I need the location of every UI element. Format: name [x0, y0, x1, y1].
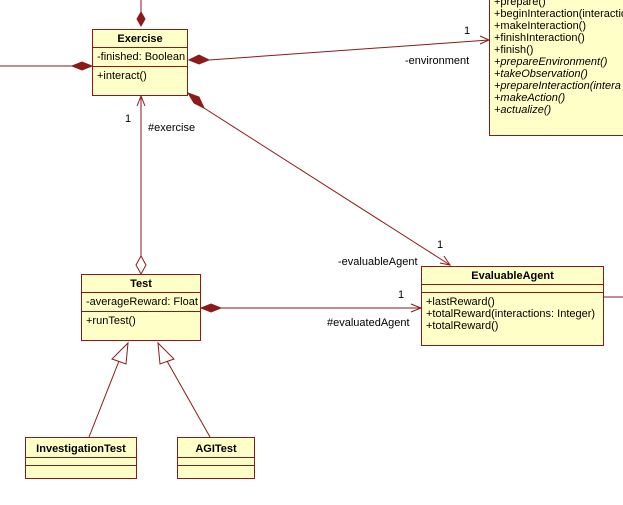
label-exercise-role: #exercise: [148, 122, 196, 134]
class-investigationtest-attributes: [26, 457, 136, 465]
generalization-agitest: [166, 360, 211, 438]
class-exercise: Exercise -finished: Boolean +interact(): [92, 29, 188, 96]
environment-operation: +makeAction(): [494, 92, 566, 104]
class-evaluableagent-operation: +lastReward(): [426, 296, 495, 308]
class-exercise-operations: +interact(): [93, 66, 187, 85]
class-evaluableagent-operation: +totalReward(): [426, 320, 499, 332]
composition-diamond-environment: [187, 54, 211, 65]
label-evaluatedagent-role: #evaluatedAgent: [327, 317, 410, 329]
arrowhead-evaluableagent: [439, 255, 452, 266]
composition-diamond-exercise-agent: [186, 92, 206, 110]
class-exercise-attribute: -finished: Boolean: [97, 51, 186, 63]
environment-operation: +finishInteraction(): [494, 32, 585, 44]
label-exercise-multiplicity: 1: [125, 113, 132, 125]
class-evaluableagent-name: EvaluableAgent: [471, 270, 554, 282]
generalization-triangle-investigationtest: [111, 341, 129, 365]
environment-operation: +actualize(): [494, 104, 552, 116]
label-environment-multiplicity: 1: [464, 25, 471, 37]
class-agitest: AGITest: [177, 437, 255, 479]
class-agitest-operations: [178, 465, 254, 473]
association-exercise-environment: [208, 39, 490, 61]
environment-operation: +finish(): [494, 44, 534, 56]
class-test-operation: +runTest(): [86, 315, 136, 327]
environment-operation: +makeInteraction(): [494, 20, 587, 32]
environment-operation: +prepareInteraction(intera: [494, 80, 621, 92]
class-exercise-name: Exercise: [117, 33, 163, 45]
class-agitest-attributes: [178, 457, 254, 465]
label-evaluatedagent-multiplicity: 1: [398, 289, 405, 301]
class-exercise-attributes: -finished: Boolean: [93, 47, 187, 66]
class-environment: +prepare()+beginInteraction(interactio+m…: [489, 0, 623, 136]
class-evaluableagent-operation: +totalReward(interactions: Integer): [426, 308, 596, 320]
environment-operations: +prepare()+beginInteraction(interactio+m…: [490, 0, 623, 116]
class-evaluableagent: EvaluableAgent +lastReward() +totalRewar…: [421, 266, 604, 346]
class-test: Test -averageReward: Float +runTest(): [81, 274, 201, 341]
class-exercise-operation: +interact(): [97, 70, 147, 82]
environment-operation: +takeObservation(): [494, 68, 588, 80]
class-investigationtest-operations: [26, 465, 136, 473]
class-evaluableagent-attributes: [422, 284, 603, 292]
class-agitest-name: AGITest: [195, 443, 237, 455]
environment-operation: +prepareEnvironment(): [494, 56, 608, 68]
composition-diamond-test-agent: [199, 303, 223, 313]
arrowhead-exercise: [136, 94, 146, 107]
label-evaluableagent-multiplicity: 1: [437, 239, 444, 251]
composition-diamond-top: [136, 10, 146, 28]
class-evaluableagent-operations: +lastReward() +totalReward(interactions:…: [422, 292, 603, 335]
environment-operation: +prepare(): [494, 0, 546, 8]
aggregation-diamond-test: [135, 254, 147, 276]
class-test-name: Test: [130, 278, 152, 290]
generalization-investigationtest: [88, 360, 120, 438]
composition-diamond-left: [70, 61, 94, 71]
label-evaluableagent-role: -evaluableAgent: [338, 256, 418, 268]
class-test-attributes: -averageReward: Float: [82, 292, 200, 311]
class-investigationtest: InvestigationTest: [25, 437, 137, 479]
class-test-operations: +runTest(): [82, 311, 200, 330]
association-exercise-evaluableagent: [203, 107, 451, 266]
class-test-attribute: -averageReward: Float: [86, 296, 198, 308]
label-environment-role: -environment: [405, 55, 470, 67]
environment-operation: +beginInteraction(interactio: [494, 8, 623, 20]
generalization-triangle-agitest: [157, 341, 175, 365]
class-investigationtest-name: InvestigationTest: [36, 443, 126, 455]
